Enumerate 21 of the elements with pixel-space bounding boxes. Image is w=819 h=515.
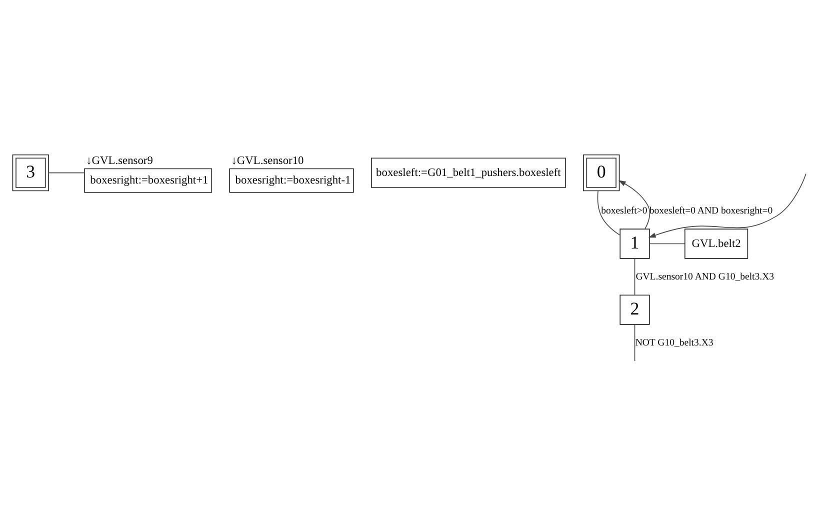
connector — [48, 172, 85, 174]
arrow — [648, 173, 806, 238]
edge-label: GVL.sensor10 AND G10_belt3.X3 — [636, 271, 774, 282]
node-box: GVL.belt2 — [684, 228, 748, 259]
node-label: ↓GVL.sensor10 — [231, 155, 304, 168]
edge-label: boxesleft>0 — [601, 205, 648, 216]
connector — [597, 190, 620, 236]
arrow — [618, 180, 650, 230]
node-box: 2 — [620, 294, 650, 325]
connector — [634, 324, 636, 362]
node-box: boxesright:=boxesright-1 — [229, 168, 354, 193]
node-label: ↓GVL.sensor9 — [86, 155, 153, 168]
edge-label: boxesleft=0 AND boxesright=0 — [649, 205, 773, 216]
edge-label: NOT G10_belt3.X3 — [635, 337, 714, 348]
node-box: boxesleft:=G01_belt1_pushers.boxesleft — [371, 158, 566, 188]
node-box: 0 — [583, 154, 620, 192]
node-box: 1 — [620, 228, 650, 259]
node-box: boxesright:=boxesright+1 — [84, 168, 212, 193]
node-box: 3 — [12, 154, 49, 192]
connector — [649, 243, 686, 244]
connector — [634, 258, 636, 296]
